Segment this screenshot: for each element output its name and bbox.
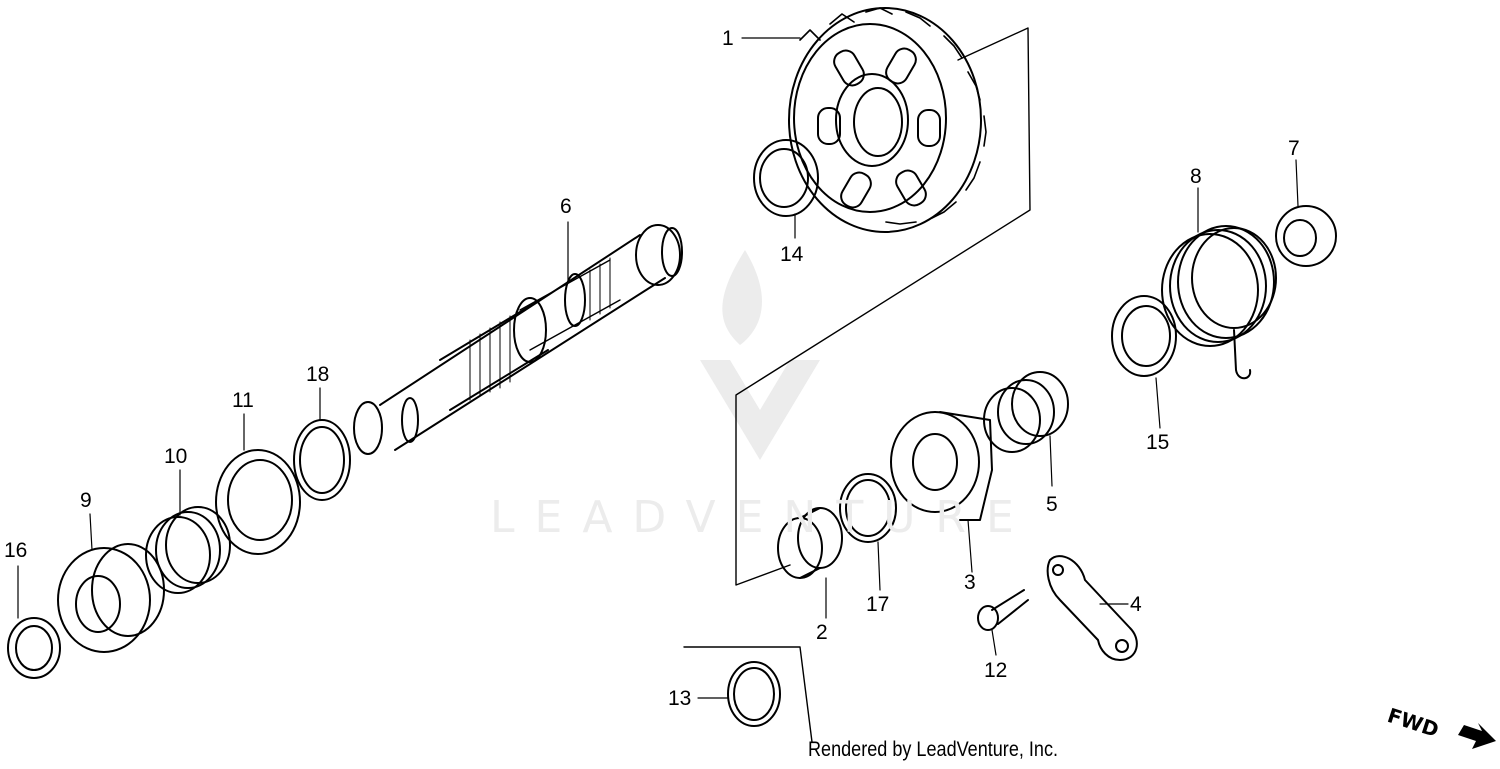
callout-9: 9 (80, 489, 92, 512)
part-9-ratchet (57, 543, 165, 653)
watermark-text: LEADVENTURE (490, 492, 1034, 543)
part-14-washer (753, 139, 819, 217)
part-5-spring (983, 371, 1069, 453)
group-bracket (735, 27, 1031, 586)
callout-1: 1 (722, 27, 734, 50)
part-17-ring (839, 473, 897, 543)
callout-11: 11 (232, 389, 254, 412)
leader-12 (991, 629, 997, 656)
part-11-washer (215, 449, 301, 555)
part-1-gear (788, 7, 987, 233)
leader-9 (89, 513, 93, 551)
part-18-snap-ring (293, 419, 351, 501)
part-2-bushing (777, 507, 843, 579)
fwd-marker: FWD (1385, 697, 1500, 757)
part-15-washer (1111, 295, 1177, 377)
leader-3 (967, 519, 973, 573)
credit-text: Rendered by LeadVenture, Inc. (808, 738, 1059, 761)
leader-7 (1295, 159, 1299, 207)
part-7-nut (1275, 205, 1337, 267)
leader-15 (1155, 377, 1161, 429)
callout-15: 15 (1146, 431, 1170, 454)
callout-8: 8 (1190, 165, 1202, 188)
callout-17: 17 (866, 593, 890, 616)
callout-2: 2 (816, 621, 828, 644)
part-3-drive-gear (890, 411, 993, 521)
callout-16: 16 (4, 539, 28, 562)
watermark-logo-icon (700, 250, 820, 460)
leader-5 (1049, 435, 1053, 487)
callout-13: 13 (668, 687, 692, 710)
part-12-bolt (977, 589, 1029, 631)
part-10-spring (145, 506, 231, 594)
part-6-shaft (353, 224, 683, 455)
callout-3: 3 (964, 571, 976, 594)
part-4-plate (1046, 555, 1138, 661)
group-bracket-13 (683, 646, 813, 743)
callout-6: 6 (560, 195, 572, 218)
callout-5: 5 (1046, 493, 1058, 516)
callout-10: 10 (164, 445, 188, 468)
fwd-arrow-icon (1458, 723, 1496, 749)
leader-17 (877, 541, 881, 591)
callout-4: 4 (1130, 593, 1142, 616)
part-13-ring (727, 661, 781, 727)
part-16-washer (7, 617, 61, 679)
callout-14: 14 (780, 243, 804, 266)
callout-12: 12 (984, 659, 1008, 682)
callout-18: 18 (306, 363, 330, 386)
part-8-spring (1161, 225, 1277, 380)
callout-7: 7 (1288, 137, 1300, 160)
